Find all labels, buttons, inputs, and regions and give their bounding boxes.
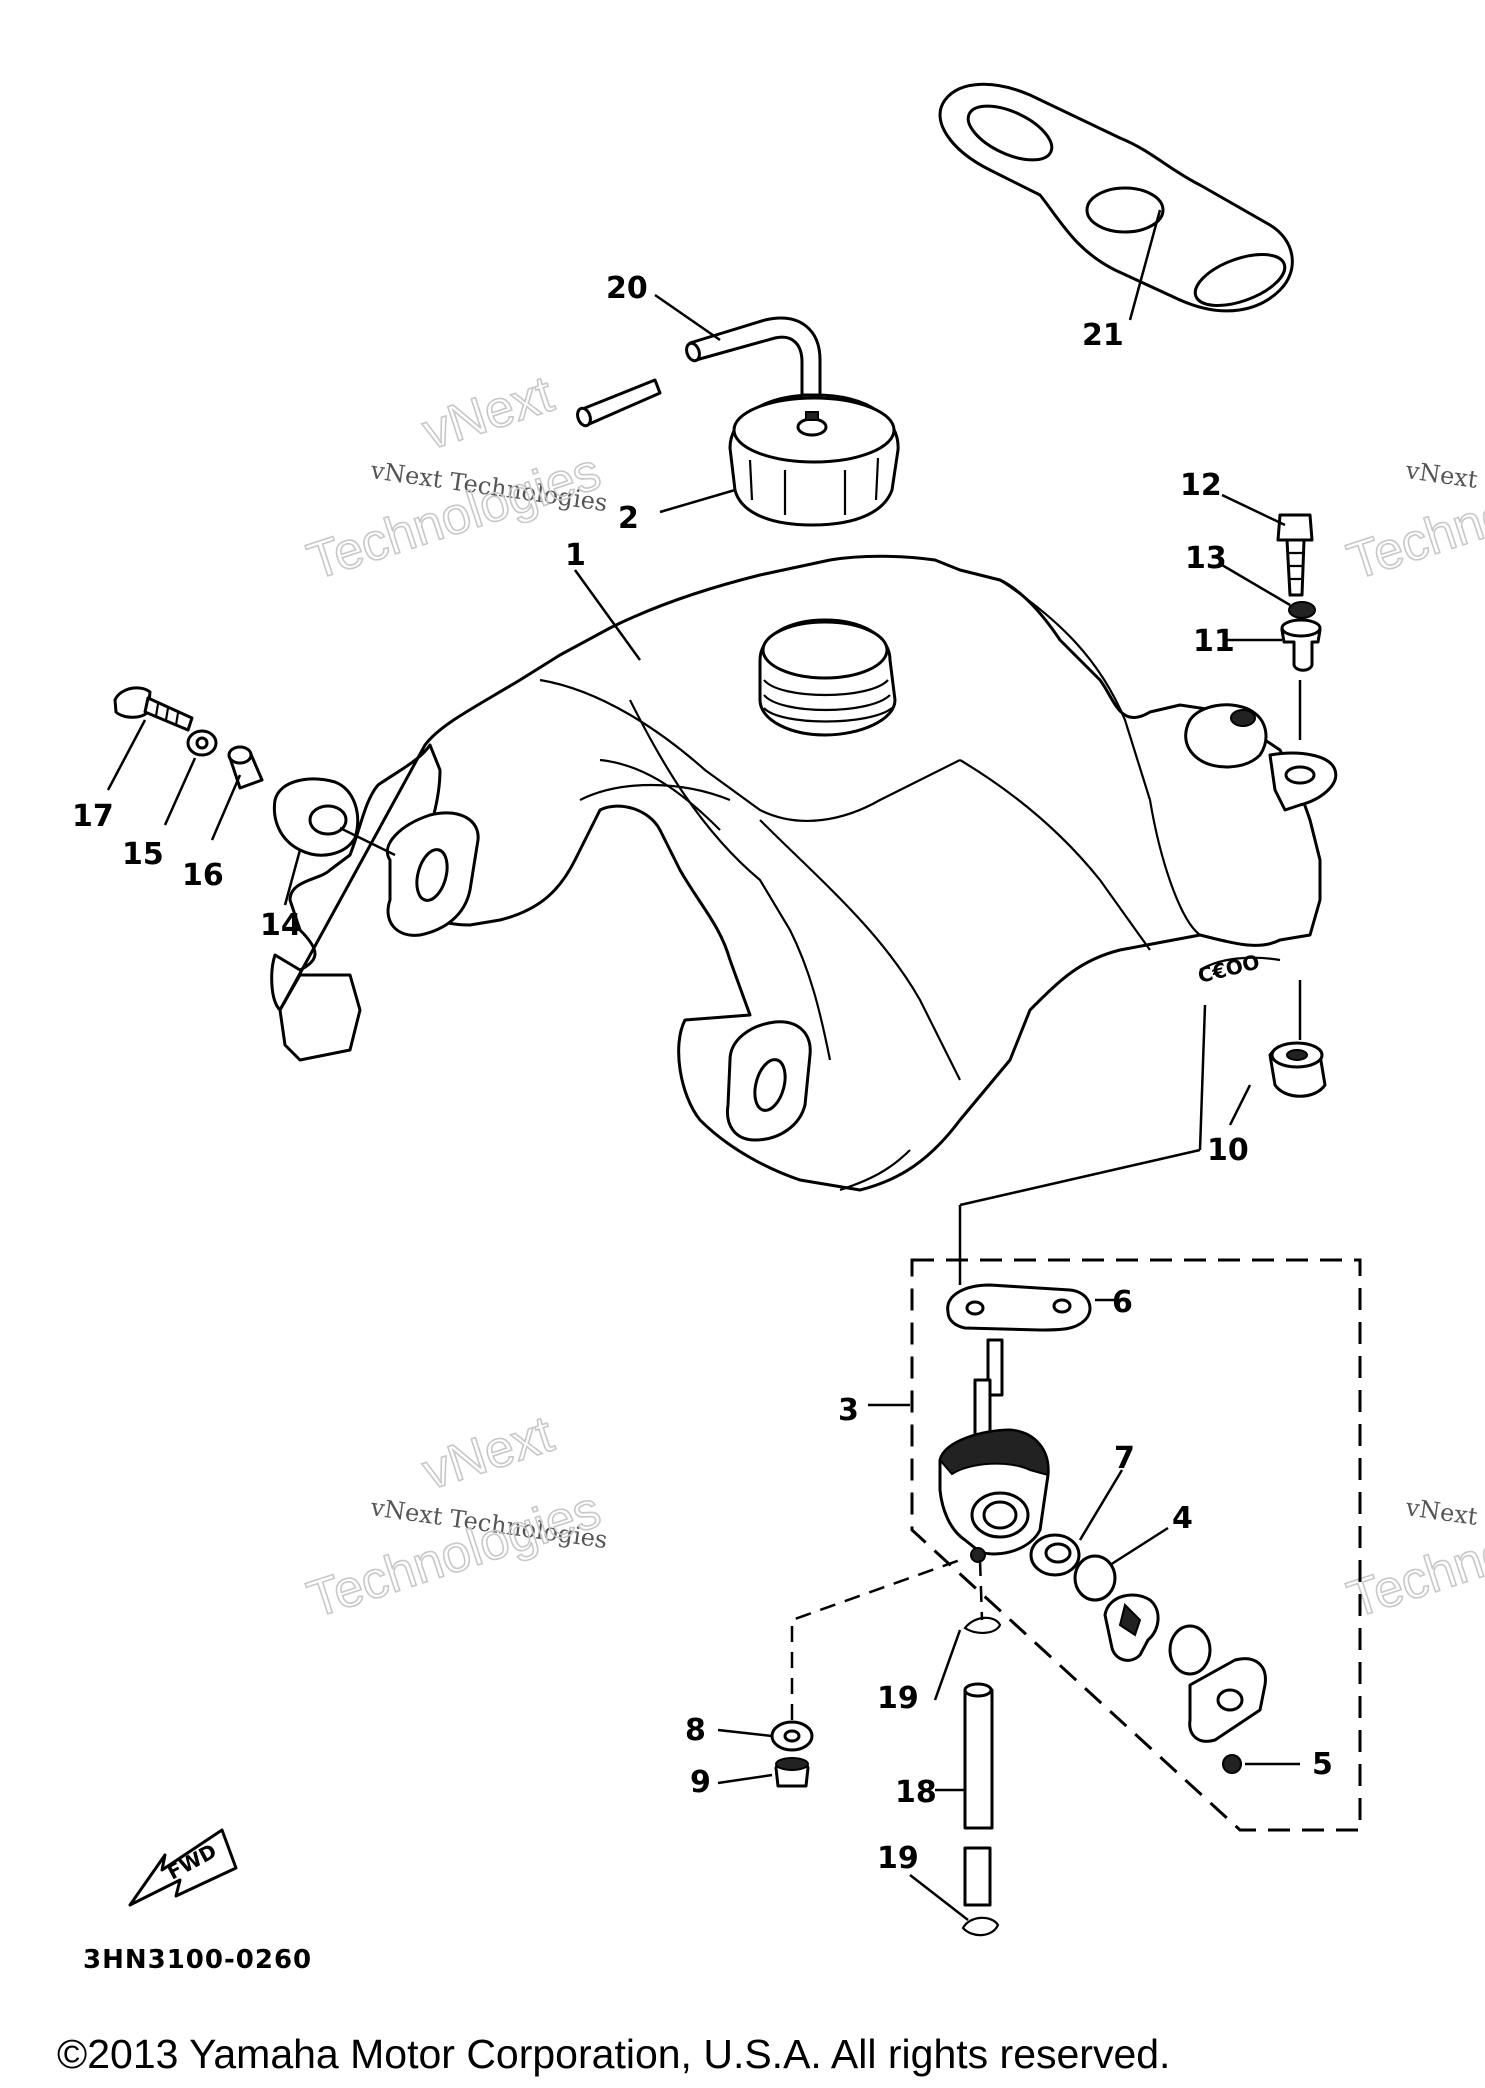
callout-10: 10 [1207, 1133, 1249, 1168]
callout-11: 11 [1193, 624, 1235, 659]
part-16-collar [227, 745, 264, 790]
callout-2: 2 [618, 501, 639, 536]
part-19-clamp-lower [961, 1916, 1000, 1937]
callout-9: 9 [690, 1765, 711, 1800]
callout-17: 17 [72, 799, 114, 834]
callout-19-lower: 19 [877, 1841, 919, 1876]
part-7-strainer [1029, 1533, 1081, 1577]
part-2-fuel-cap [659, 393, 900, 527]
callout-3: 3 [838, 1393, 859, 1428]
part-15-washer [186, 729, 218, 757]
leader-lines [106, 209, 1300, 1921]
part-10-grommet [1268, 1041, 1327, 1098]
watermark-left-top: vNext vNext Technologies Technologies [300, 364, 609, 592]
callout-6: 6 [1112, 1285, 1133, 1320]
callout-19-upper: 19 [877, 1681, 919, 1716]
copyright-notice: ©2013 Yamaha Motor Corporation, U.S.A. A… [57, 2031, 1170, 2077]
part-4-o-ring [1073, 1554, 1117, 1602]
fuel-cock-seal [1168, 1624, 1212, 1676]
callout-13: 13 [1185, 541, 1227, 576]
watermark-left-bottom: vNext vNext Technologies Technologies [300, 1404, 609, 1630]
callout-18: 18 [895, 1775, 937, 1810]
callout-5: 5 [1312, 1747, 1333, 1782]
fuel-cock-plate [1188, 1657, 1267, 1743]
watermark-right-bottom: vNext Technologies Technologies [1340, 1480, 1485, 1631]
callout-12: 12 [1180, 468, 1222, 503]
part-17-bolt [113, 686, 194, 732]
callout-14: 14 [260, 908, 302, 943]
part-14-grommet [272, 777, 360, 857]
part-21-plate [938, 82, 1294, 313]
callout-15: 15 [122, 837, 164, 872]
fuel-cock-lever [1103, 1593, 1160, 1662]
part-19-clamp-upper [963, 1616, 1002, 1634]
callout-1: 1 [565, 538, 586, 573]
callout-8: 8 [685, 1713, 706, 1748]
callout-20: 20 [606, 271, 648, 306]
part-13-washer [1288, 601, 1316, 619]
part-6-gasket [946, 1283, 1092, 1332]
callout-21: 21 [1082, 318, 1124, 353]
svg-text:Technologies: Technologies [301, 1480, 608, 1629]
part-12-bolt [1276, 513, 1314, 597]
part-9-screw [774, 1757, 810, 1788]
part-18-hose [963, 1682, 994, 1907]
svg-text:vNext: vNext [416, 365, 561, 461]
diagram-code: 3HN3100-0260 [83, 1945, 312, 1975]
part-8-washer [770, 1720, 814, 1752]
svg-text:Technologies: Technologies [301, 442, 608, 591]
part-11-collar [1280, 618, 1322, 672]
callout-16: 16 [182, 858, 224, 893]
callout-4: 4 [1172, 1501, 1193, 1536]
part-5-screw [1222, 1754, 1242, 1774]
svg-text:vNext: vNext [416, 1405, 561, 1501]
watermark-right-top: vNext Technologies Technologies [1340, 442, 1485, 593]
svg-text:C€OO: C€OO [1195, 949, 1262, 987]
callout-7: 7 [1114, 1441, 1135, 1476]
fwd-arrow-icon: FWD [128, 1828, 238, 1907]
callout-labels: 1 2 3 4 5 6 7 8 9 10 11 12 13 14 15 16 1… [72, 271, 1333, 1876]
part-1-fuel-tank: C€OO [270, 554, 1338, 1192]
fuel-cock-body [938, 1338, 1050, 1563]
